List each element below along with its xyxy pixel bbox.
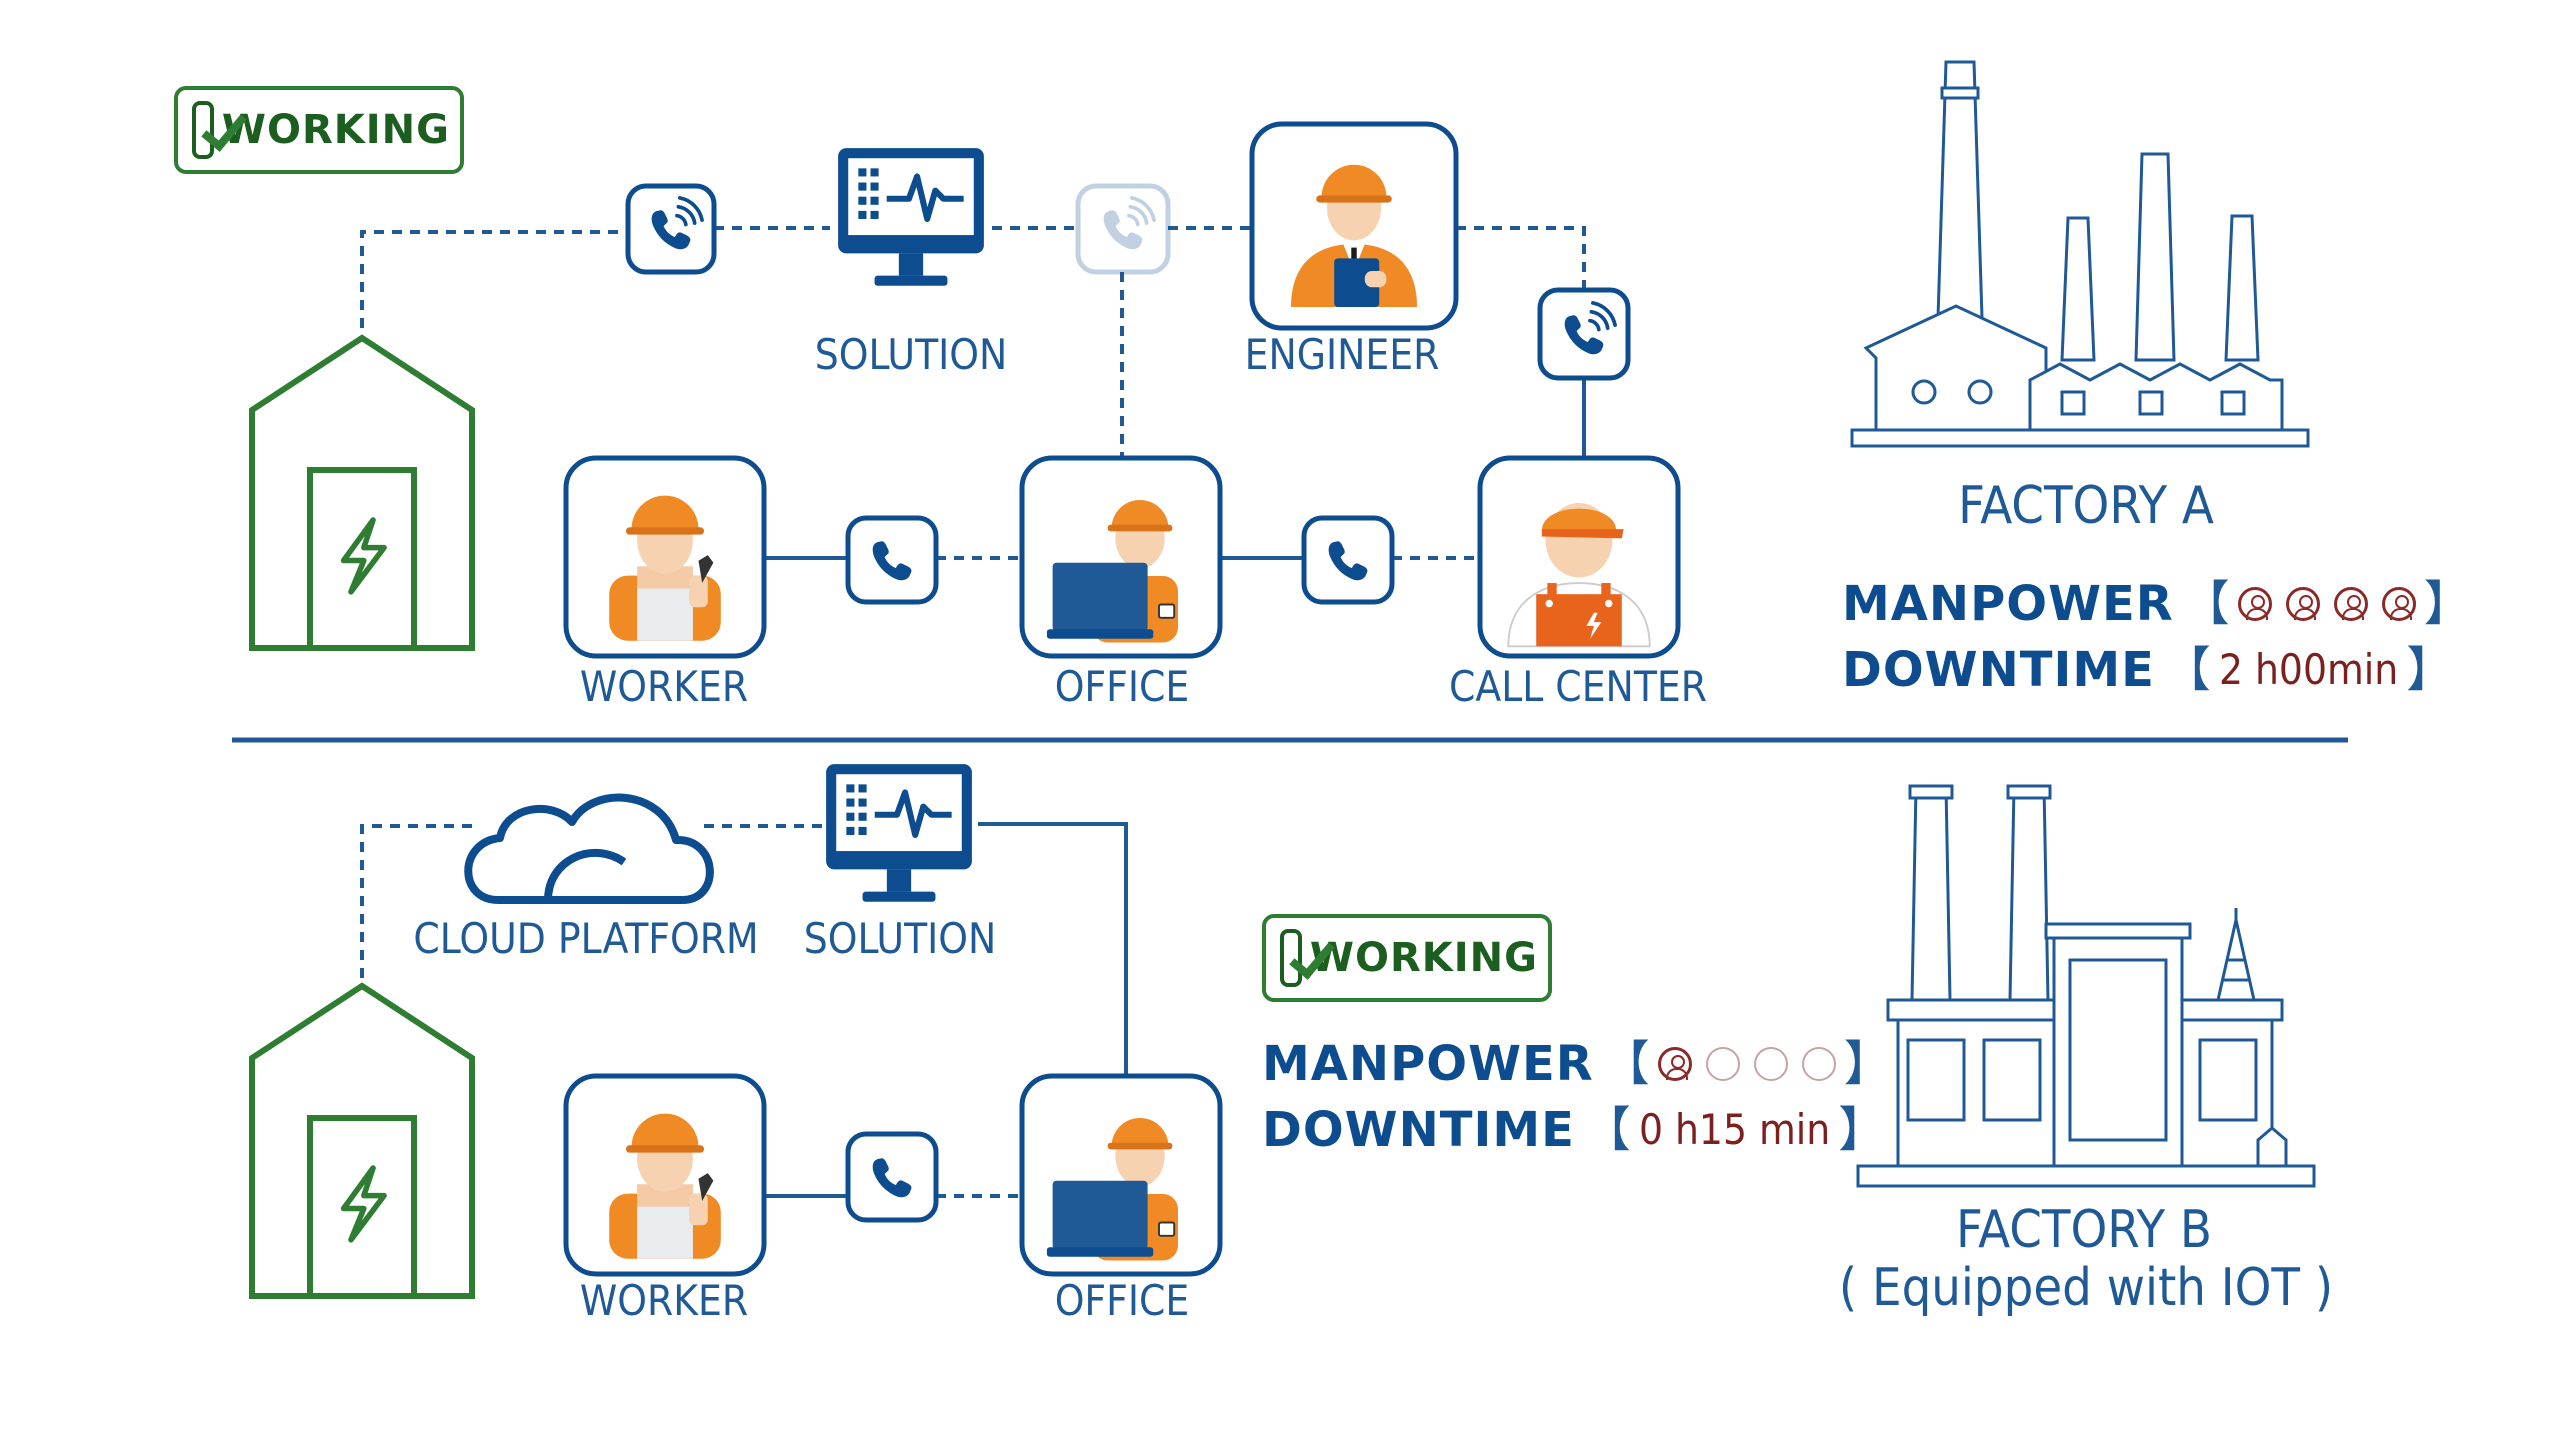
phone-icon-b1 [845, 1131, 939, 1223]
manpower-person-icon [2333, 587, 2368, 621]
factory-b-subtitle: ( Equipped with IOT ) [1838, 1258, 2334, 1318]
check-icon [192, 101, 214, 159]
manpower-empty-slot [1705, 1047, 1740, 1081]
downtime-label: DOWNTIME [1842, 642, 2155, 698]
factory-b-connectors [360, 822, 1128, 1198]
manpower-label: MANPOWER [1262, 1036, 1594, 1092]
worker-card-b [563, 1073, 767, 1277]
downtime-row-a: DOWNTIME 【 2 h00min 】 [1842, 646, 2462, 694]
label-cloud-platform: CLOUD PLATFORM [413, 914, 759, 963]
power-station-icon-a [249, 334, 475, 651]
factory-b-title: FACTORY B [1956, 1200, 2212, 1260]
phone-icon-a2-faded [1075, 183, 1171, 275]
label-office-a: OFFICE [1054, 662, 1190, 711]
check-icon [1280, 929, 1302, 987]
manpower-slots-b [1657, 1047, 1836, 1081]
bracket-open: 【 [1601, 1036, 1650, 1092]
label-call-center: CALL CENTER [1448, 662, 1708, 711]
office-card-a [1019, 455, 1223, 659]
label-engineer: ENGINEER [1244, 330, 1440, 379]
bracket-open: 【 [2162, 642, 2211, 698]
label-solution-a: SOLUTION [814, 330, 1008, 379]
worker-card-a [563, 455, 767, 659]
engineer-card [1249, 121, 1459, 331]
monitor-icon-a [838, 148, 984, 286]
label-solution-b: SOLUTION [803, 914, 997, 963]
phone-icon-a4 [845, 515, 939, 605]
factory-icon-b [1856, 784, 2316, 1188]
manpower-empty-slot [1753, 1047, 1788, 1081]
phone-icon-a3 [1537, 287, 1631, 381]
downtime-row-b: DOWNTIME 【 0 h15 min 】 [1262, 1106, 1894, 1154]
monitor-icon-b [826, 764, 972, 902]
call-center-card [1477, 455, 1681, 659]
manpower-row-a: MANPOWER 【 】 [1842, 580, 2480, 628]
manpower-person-icon [2381, 587, 2416, 621]
label-office-b: OFFICE [1054, 1276, 1190, 1325]
factory-icon-a [1850, 60, 2310, 448]
downtime-value: 2 h00min [2218, 645, 2399, 694]
bracket-open: 【 [1582, 1102, 1631, 1158]
bracket-close: 】 [2423, 576, 2472, 632]
downtime-label: DOWNTIME [1262, 1102, 1575, 1158]
office-card-b [1019, 1073, 1223, 1277]
bracket-close: 】 [1838, 1102, 1887, 1158]
power-station-icon-b [249, 982, 475, 1299]
bracket-close: 】 [2406, 642, 2455, 698]
manpower-empty-slot [1801, 1047, 1836, 1081]
manpower-person-icon [2237, 587, 2272, 621]
phone-icon-a5 [1301, 515, 1395, 605]
label-worker-a: WORKER [579, 662, 749, 711]
bracket-open: 【 [2181, 576, 2230, 632]
factory-a-connectors [360, 226, 1586, 560]
label-worker-b: WORKER [579, 1276, 749, 1325]
working-badge-a: WORKING [174, 86, 464, 174]
manpower-slots-a [2237, 587, 2416, 621]
working-badge-text: WORKING [1309, 935, 1538, 981]
manpower-person-icon [1657, 1047, 1692, 1081]
phone-icon-a1 [625, 183, 717, 275]
working-badge-b: WORKING [1262, 914, 1552, 1002]
cloud-icon [464, 793, 714, 904]
manpower-row-b: MANPOWER 【 】 [1262, 1040, 1900, 1088]
downtime-value: 0 h15 min [1638, 1105, 1831, 1154]
manpower-person-icon [2285, 587, 2320, 621]
working-badge-text: WORKING [221, 107, 450, 153]
bracket-close: 】 [1843, 1036, 1892, 1092]
manpower-label: MANPOWER [1842, 576, 2174, 632]
factory-a-title: FACTORY A [1958, 476, 2214, 536]
